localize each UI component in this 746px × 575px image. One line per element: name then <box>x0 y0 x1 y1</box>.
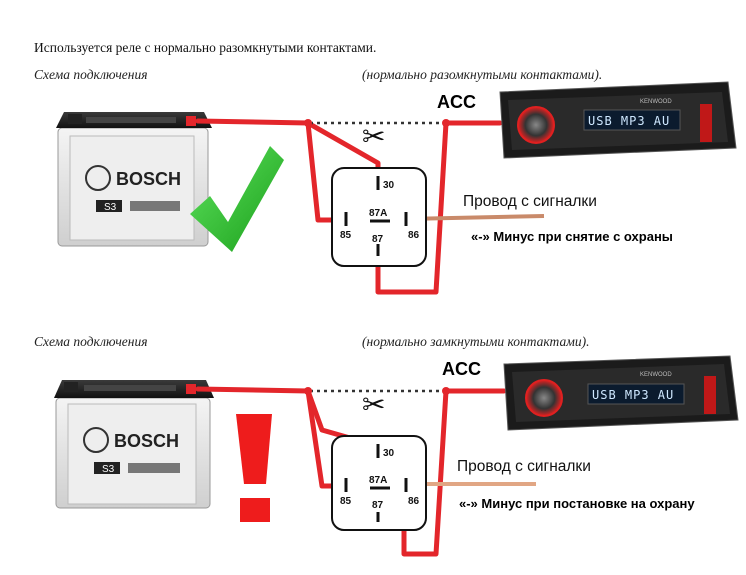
pin-86: 86 <box>408 496 420 507</box>
diagram1: BOSCH S3 ✂ 30 87A 85 <box>56 81 737 295</box>
pin-87: 87 <box>372 234 384 245</box>
scissors-icon: ✂ <box>362 388 385 421</box>
diagram1-caption-left: Схема подключения <box>34 67 148 82</box>
diagram2-caption-right: (нормально замкнутыми контактами). <box>362 334 590 349</box>
car-radio-2: USB MP3 AU KENWOOD <box>503 355 739 431</box>
scissors-icon: ✂ <box>362 120 385 153</box>
pin-86: 86 <box>408 230 420 241</box>
battery-1: BOSCH S3 <box>56 112 212 247</box>
pin-30: 30 <box>383 448 395 459</box>
diagram2-signal-label: Провод с сигналки <box>457 458 591 475</box>
diagram1-signal-wire <box>405 214 545 221</box>
battery-1-model: S3 <box>104 202 117 213</box>
battery-1-brand: BOSCH <box>116 169 181 189</box>
green-checkmark-icon <box>190 146 284 252</box>
diagram2-minus-label: «-» Минус при постановке на охрану <box>459 496 695 511</box>
pin-87a: 87A <box>369 475 387 486</box>
diagram1-minus-label: «-» Минус при снятие с охраны <box>471 229 673 244</box>
diagram1-acc-label: ACC <box>437 92 476 112</box>
battery-2-model: S3 <box>102 464 115 475</box>
radio-1-brand: KENWOOD <box>640 99 672 105</box>
pin-30: 30 <box>383 180 395 191</box>
top-title: Используется реле с нормально разомкнуты… <box>34 40 377 55</box>
car-radio-1: USB MP3 AU KENWOOD <box>499 81 737 159</box>
battery-2: BOSCH S3 <box>54 380 214 509</box>
battery-2-brand: BOSCH <box>114 431 179 451</box>
red-exclamation-icon <box>236 414 272 522</box>
radio-2-display: USB MP3 AU <box>592 388 674 402</box>
pin-85: 85 <box>340 496 352 507</box>
radio-1-display: USB MP3 AU <box>588 114 670 128</box>
diagram1-caption-right: (нормально разомкнутыми контактами). <box>362 67 603 82</box>
relay-1: 30 87A 85 86 87 <box>331 167 427 267</box>
pin-87a: 87A <box>369 208 387 219</box>
pin-87: 87 <box>372 500 384 511</box>
radio-2-brand: KENWOOD <box>640 372 672 378</box>
diagram2-caption-left: Схема подключения <box>34 334 148 349</box>
diagram1-signal-label: Провод с сигналки <box>463 193 597 210</box>
pin-85: 85 <box>340 230 352 241</box>
relay-2: 30 87A 85 86 87 <box>331 435 427 531</box>
diagram2-acc-label: ACC <box>442 359 481 379</box>
diagram2: BOSCH S3 ✂ 30 <box>54 355 739 557</box>
